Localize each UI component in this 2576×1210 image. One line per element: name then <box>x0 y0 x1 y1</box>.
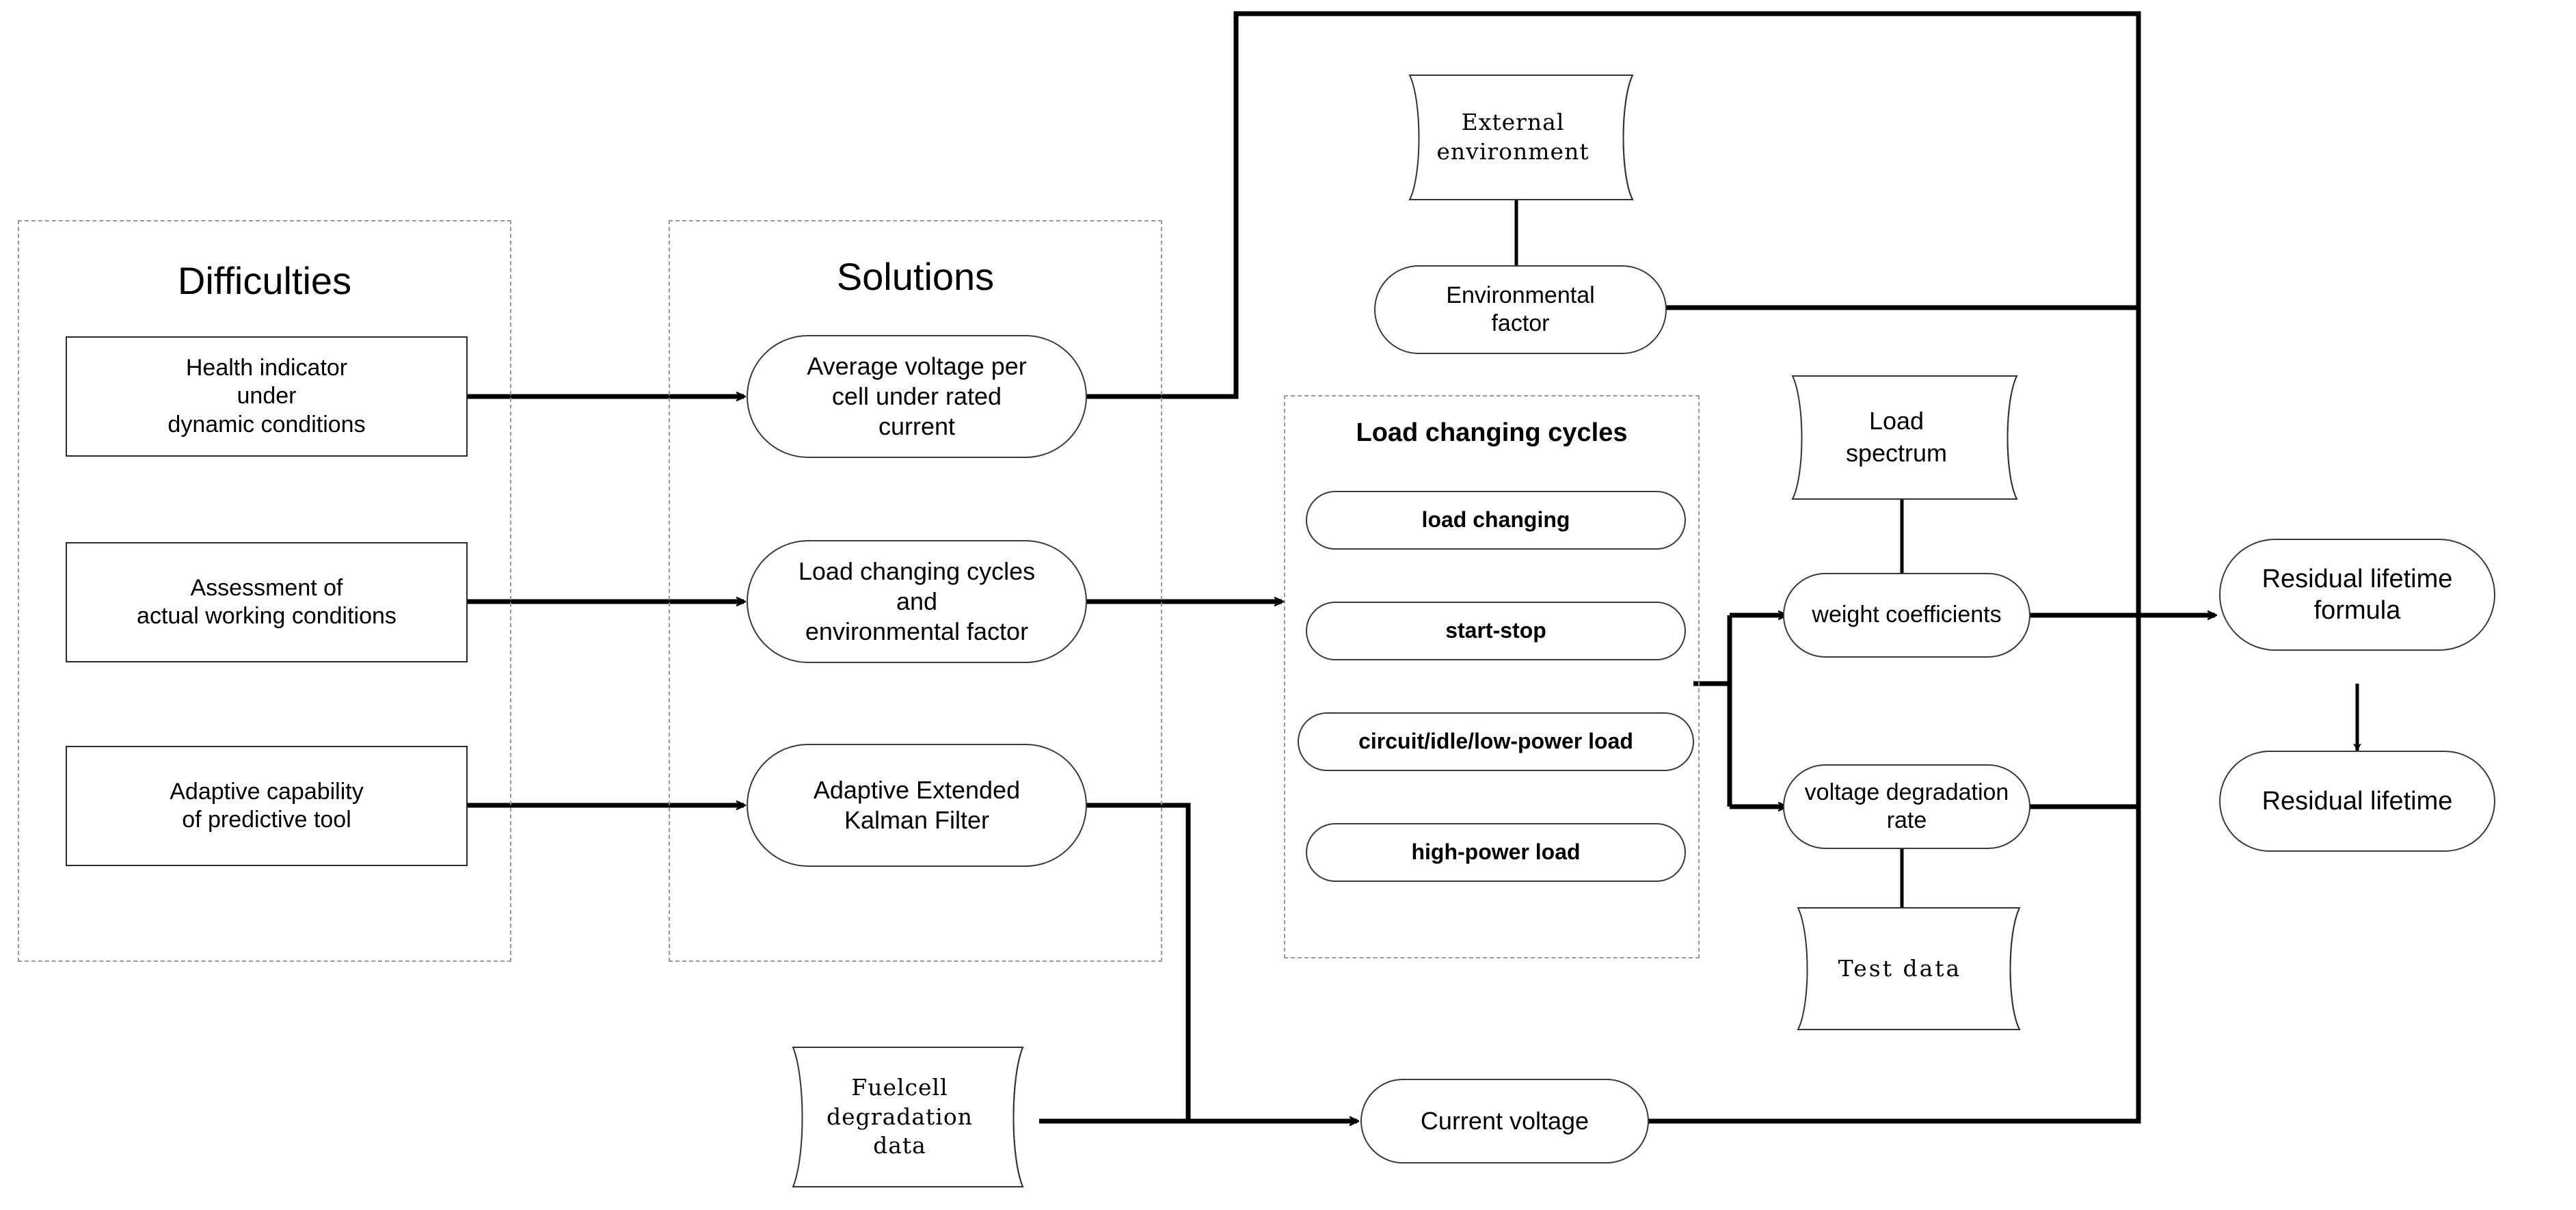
datastore-fuelcell-degradation-data[interactable]: Fuelcell degradation data <box>775 1046 1042 1188</box>
load-cycles-group-box <box>1284 395 1700 958</box>
datastore-load-spectrum[interactable]: Load spectrum <box>1775 375 2036 500</box>
process-node-weight-coefficients[interactable]: weight coefficients <box>1783 573 2030 658</box>
process-node-residual-lifetime[interactable]: Residual lifetime <box>2219 751 2495 852</box>
solution-node-load-cycles-env[interactable]: Load changing cycles and environmental f… <box>747 540 1087 663</box>
load-cycle-pill-load-changing[interactable]: load changing <box>1306 491 1686 550</box>
process-node-current-voltage[interactable]: Current voltage <box>1360 1079 1649 1164</box>
load-cycle-pill-start-stop[interactable]: start-stop <box>1306 602 1686 660</box>
datastore-test-data-label: Test data <box>1838 954 1962 982</box>
process-node-residual-lifetime-formula[interactable]: Residual lifetime formula <box>2219 539 2495 651</box>
datastore-external-environment-label: External environment <box>1436 109 1589 165</box>
difficulties-title: Difficulties <box>177 259 352 302</box>
load-cycle-pill-circuit-idle-low-power[interactable]: circuit/idle/low-power load <box>1298 712 1694 771</box>
process-node-voltage-degradation-rate[interactable]: voltage degradation rate <box>1783 764 2030 849</box>
datastore-external-environment[interactable]: External environment <box>1392 74 1652 201</box>
solution-node-kalman-filter[interactable]: Adaptive Extended Kalman Filter <box>747 744 1087 867</box>
datastore-load-spectrum-label: Load spectrum <box>1845 407 1948 467</box>
difficulty-node-health-indicator[interactable]: Health indicator under dynamic condition… <box>66 336 468 457</box>
process-node-environmental-factor[interactable]: Environmental factor <box>1374 265 1667 354</box>
difficulty-node-assessment[interactable]: Assessment of actual working conditions <box>66 542 468 662</box>
datastore-test-data[interactable]: Test data <box>1780 906 2037 1031</box>
solutions-title: Solutions <box>836 255 995 298</box>
solutions-group-box <box>669 220 1162 962</box>
solution-node-average-voltage[interactable]: Average voltage per cell under rated cur… <box>747 335 1087 458</box>
load-cycles-title: Load changing cycles <box>1356 418 1628 447</box>
load-cycle-pill-high-power-load[interactable]: high-power load <box>1306 823 1686 882</box>
difficulty-node-adaptive-capability[interactable]: Adaptive capability of predictive tool <box>66 746 468 866</box>
difficulties-group-box <box>18 220 511 962</box>
datastore-fuelcell-degradation-data-label: Fuelcell degradation data <box>827 1073 973 1159</box>
